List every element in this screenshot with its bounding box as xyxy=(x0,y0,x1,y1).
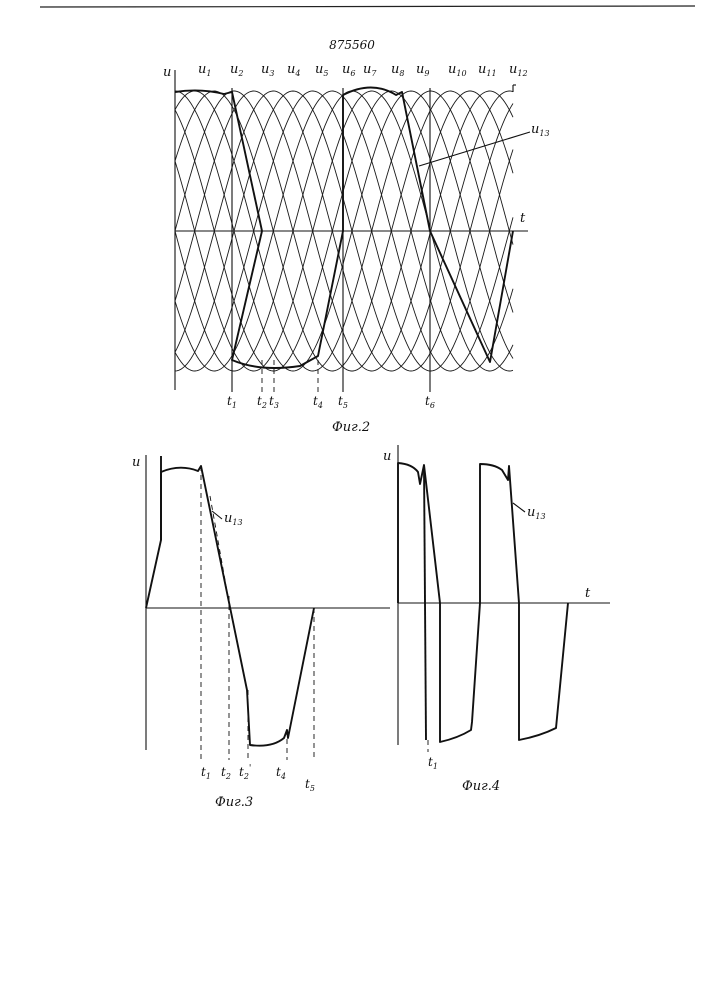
fig3-t1-label: t1 xyxy=(201,765,211,781)
fig4-t-axis-label: t xyxy=(585,586,591,601)
fig2-time-labels: t1 t2t3 t4 t5 t6 xyxy=(227,394,435,410)
fig2-t-axis-label: t xyxy=(520,211,526,226)
fig2-time-label-t4: t4 xyxy=(313,394,323,410)
fig2-u13-leader xyxy=(419,132,530,166)
fig3-caption: Фиг.3 xyxy=(215,795,253,810)
fig3-t5-label: t5 xyxy=(305,777,315,793)
fig4-t1-label: t1 xyxy=(428,755,438,771)
fig2-phase-label-5: u5 xyxy=(315,62,328,78)
figure-2: u t u1 u2 u3 u4 u5 u6 u7 u8 u9 u10 u11 u12 u13 t1 t2… xyxy=(163,62,550,435)
fig2-phase-label-2: u2 xyxy=(230,62,243,78)
fig2-phase-label-9: u9 xyxy=(416,62,429,78)
fig2-phase-label-4: u4 xyxy=(287,62,300,78)
fig2-phase-label-3: u3 xyxy=(261,62,274,78)
figure-3: u u13 t1 t2 t2' t4 t5 Фиг.3 xyxy=(132,455,390,810)
fig2-time-label-t5: t5 xyxy=(338,394,348,410)
fig4-u-axis-label: u xyxy=(383,449,391,464)
fig3-t4-label: t4 xyxy=(276,765,286,781)
fig3-t2-label: t2 xyxy=(221,765,231,781)
fig4-inner-slope xyxy=(424,465,426,740)
fig2-u-axis-label: u xyxy=(163,65,171,80)
fig2-phase-label-1: u1 xyxy=(198,62,211,78)
fig2-phase-label-11: u11 xyxy=(478,62,497,78)
fig2-phase-label-7: u7 xyxy=(363,62,377,78)
fig2-time-label-t2: t2 xyxy=(257,394,267,410)
fig4-u13-label: u13 xyxy=(527,505,546,521)
fig2-u13-label: u13 xyxy=(531,122,550,138)
patent-number: 875560 xyxy=(329,38,375,52)
fig2-time-label-t1: t1 xyxy=(227,394,237,410)
fig2-phase-labels: u1 u2 u3 u4 u5 u6 u7 u8 u9 u10 u11 u12 xyxy=(198,62,528,78)
page-top-rule xyxy=(40,6,695,7)
fig3-u-axis-label: u xyxy=(132,455,140,470)
fig2-time-label-t3: t3 xyxy=(269,394,279,410)
fig4-u13-leader xyxy=(513,503,525,512)
fig2-phase-label-12: u12 xyxy=(509,62,528,78)
fig2-phase-label-10: u10 xyxy=(448,62,467,78)
fig2-caption: Фиг.2 xyxy=(332,420,370,435)
fig2-phase-label-6: u6 xyxy=(342,62,355,78)
fig3-t2p-label: t2' xyxy=(239,764,251,781)
fig3-u13-label: u13 xyxy=(224,511,243,527)
fig2-phase-label-8: u8 xyxy=(391,62,404,78)
fig4-caption: Фиг.4 xyxy=(462,779,500,794)
figure-4: u t t1 u13 Фиг.4 xyxy=(383,445,610,794)
fig2-time-label-t6: t6 xyxy=(425,394,435,410)
